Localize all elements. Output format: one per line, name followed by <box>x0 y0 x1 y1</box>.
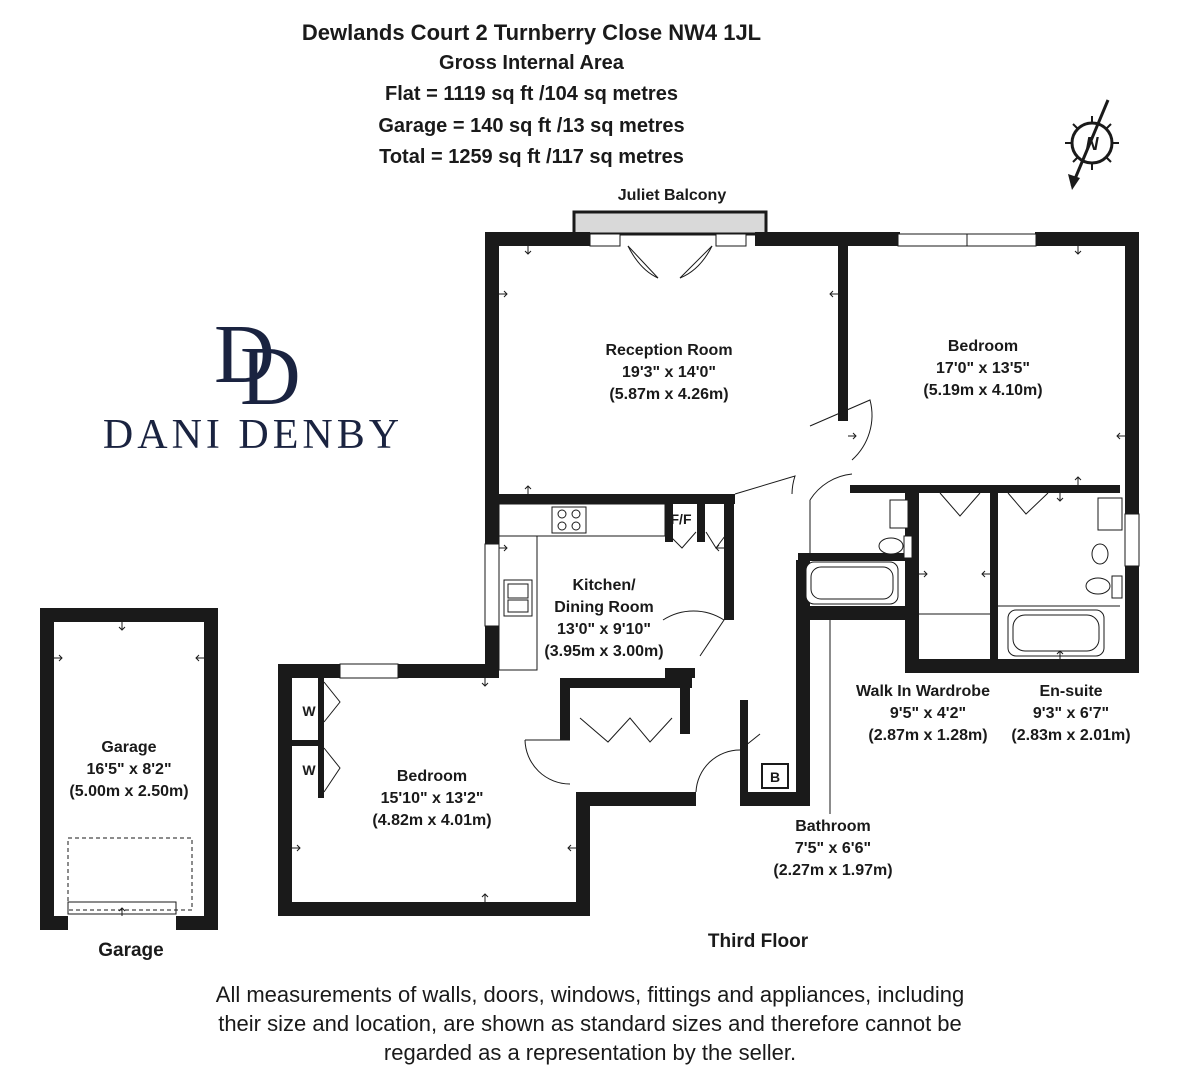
brand-name: DANI DENBY <box>102 412 404 458</box>
compass-label: N <box>1086 134 1100 154</box>
garage-area: Garage = 140 sq ft /13 sq metres <box>378 115 685 137</box>
reception-imperial: 19'3" x 14'0" <box>622 364 716 381</box>
balcony-label: Juliet Balcony <box>618 187 727 204</box>
wardrobe-label-2: W <box>302 762 316 778</box>
ensuite-name: En-suite <box>1039 683 1102 700</box>
floor-label: Third Floor <box>708 931 809 952</box>
fixtures: B F/F W W <box>302 511 789 789</box>
interior-walls <box>292 246 1120 806</box>
bedroom1-name: Bedroom <box>948 338 1018 355</box>
kitchen-name-1: Kitchen/ <box>572 577 636 594</box>
wardrobe-label-1: W <box>302 703 316 719</box>
dimension-arrows <box>54 246 1125 916</box>
flat-area: Flat = 1119 sq ft /104 sq metres <box>385 83 678 105</box>
property-address: Dewlands Court 2 Turnberry Close NW4 1JL <box>301 20 762 45</box>
ensuite-metric: (2.83m x 2.01m) <box>1011 727 1130 744</box>
disclaimer-line-3: regarded as a representation by the sell… <box>383 1040 797 1065</box>
ensuite-imperial: 9'3" x 6'7" <box>1033 705 1109 722</box>
bathroom-metric: (2.27m x 1.97m) <box>773 862 892 879</box>
bathroom-fittings <box>805 497 1123 657</box>
reception-metric: (5.87m x 4.26m) <box>609 386 728 403</box>
kitchen-imperial: 13'0" x 9'10" <box>557 621 651 638</box>
boiler-label: B <box>770 769 780 785</box>
wardrobe-metric: (2.87m x 1.28m) <box>868 727 987 744</box>
bedroom2-metric: (4.82m x 4.01m) <box>372 812 491 829</box>
area-subtitle: Gross Internal Area <box>439 52 624 74</box>
kitchen-name-2: Dining Room <box>554 599 654 616</box>
windows <box>67 233 1140 915</box>
bathroom-name: Bathroom <box>795 818 871 835</box>
garage-caption: Garage <box>98 940 163 961</box>
garage-imperial: 16'5" x 8'2" <box>86 761 171 778</box>
garage-name: Garage <box>101 739 156 756</box>
room-labels: Reception Room 19'3" x 14'0" (5.87m x 4.… <box>69 338 1130 879</box>
wardrobe-rails <box>919 605 1120 615</box>
bedroom1-metric: (5.19m x 4.10m) <box>923 382 1042 399</box>
bedroom2-name: Bedroom <box>397 768 467 785</box>
juliet-balcony <box>572 210 768 236</box>
disclaimer-line-2: their size and location, are shown as st… <box>218 1011 962 1036</box>
total-area: Total = 1259 sq ft /117 sq metres <box>379 146 684 168</box>
bedroom2-imperial: 15'10" x 13'2" <box>381 790 484 807</box>
garage-metric: (5.00m x 2.50m) <box>69 783 188 800</box>
compass-north-icon: N <box>1065 99 1119 190</box>
bathroom-imperial: 7'5" x 6'6" <box>795 840 871 857</box>
bedroom1-imperial: 17'0" x 13'5" <box>936 360 1030 377</box>
kitchen-fittings <box>498 503 666 671</box>
disclaimer-line-1: All measurements of walls, doors, window… <box>215 982 965 1007</box>
wardrobe-name: Walk In Wardrobe <box>856 683 990 700</box>
fridge-freezer-label: F/F <box>671 511 692 527</box>
kitchen-metric: (3.95m x 3.00m) <box>544 643 663 660</box>
exterior-walls <box>278 232 1139 916</box>
reception-name: Reception Room <box>605 342 732 359</box>
garage-outline <box>40 608 218 930</box>
wardrobe-imperial: 9'5" x 4'2" <box>890 705 966 722</box>
doors <box>323 245 1049 793</box>
disclaimer: All measurements of walls, doors, window… <box>140 980 1040 1067</box>
